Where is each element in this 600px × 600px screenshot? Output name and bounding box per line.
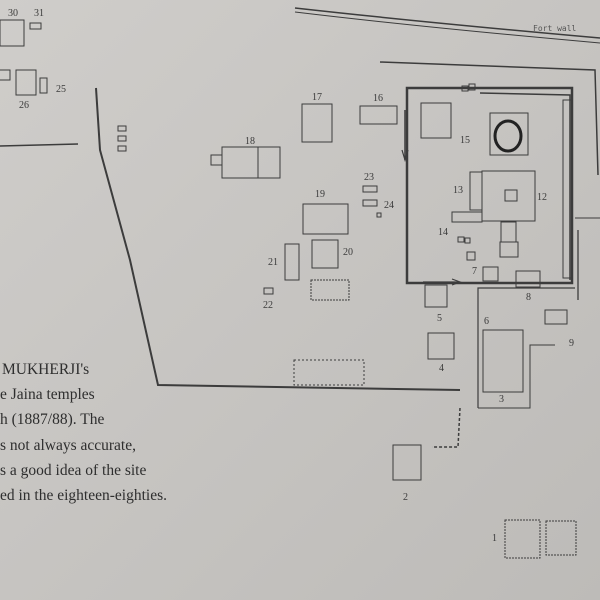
site-label-9: 9 <box>569 338 574 349</box>
site-label-8: 8 <box>526 292 531 303</box>
caption-line: s a good idea of the site <box>0 461 147 479</box>
site-label-16: 16 <box>373 93 383 104</box>
figure-caption: MUKHERJI's e Jaina temples h (1887/88). … <box>0 357 167 508</box>
site-label-7: 7 <box>472 266 477 277</box>
boundary-lines <box>0 87 461 448</box>
site-label-2: 2 <box>403 492 408 503</box>
top-left-buildings <box>0 19 48 96</box>
site-label-1: 1 <box>492 533 497 544</box>
site-label-13: 13 <box>453 185 463 196</box>
site-label-26: 26 <box>19 100 29 111</box>
site-label-21: 21 <box>268 257 278 268</box>
site-label-3: 3 <box>499 394 504 405</box>
lower-right-enclosures <box>392 217 600 559</box>
site-label-25: 25 <box>56 84 66 95</box>
site-label-30: 30 <box>8 8 18 19</box>
site-label-6: 6 <box>484 316 489 327</box>
site-label-20: 20 <box>343 247 353 258</box>
caption-line: MUKHERJI's <box>2 361 90 378</box>
site-number-labels: 1 2 3 4 5 6 7 8 9 12 13 14 15 16 17 18 1… <box>8 8 574 544</box>
site-label-24: 24 <box>384 200 394 211</box>
site-label-12: 12 <box>537 192 547 203</box>
site-label-5: 5 <box>437 313 442 324</box>
middle-buildings <box>117 103 398 301</box>
site-label-31: 31 <box>34 8 44 19</box>
main-temple-enclosure <box>379 61 599 288</box>
caption-line: h (1887/88). The <box>0 411 105 429</box>
caption-line: e Jaina temples <box>0 386 95 404</box>
caption-line: s not always accurate, <box>0 436 136 454</box>
fort-wall <box>294 7 600 44</box>
site-label-14: 14 <box>438 227 448 238</box>
site-label-19: 19 <box>315 189 325 200</box>
site-label-4: 4 <box>439 363 444 374</box>
site-label-18: 18 <box>245 136 255 147</box>
site-label-17: 17 <box>312 92 322 103</box>
site-label-22: 22 <box>263 300 273 311</box>
site-label-15: 15 <box>460 135 470 146</box>
site-label-23: 23 <box>364 172 374 183</box>
fort-wall-label: Fort wall <box>533 24 577 33</box>
caption-line: ed in the eighteen-eighties. <box>0 486 167 504</box>
